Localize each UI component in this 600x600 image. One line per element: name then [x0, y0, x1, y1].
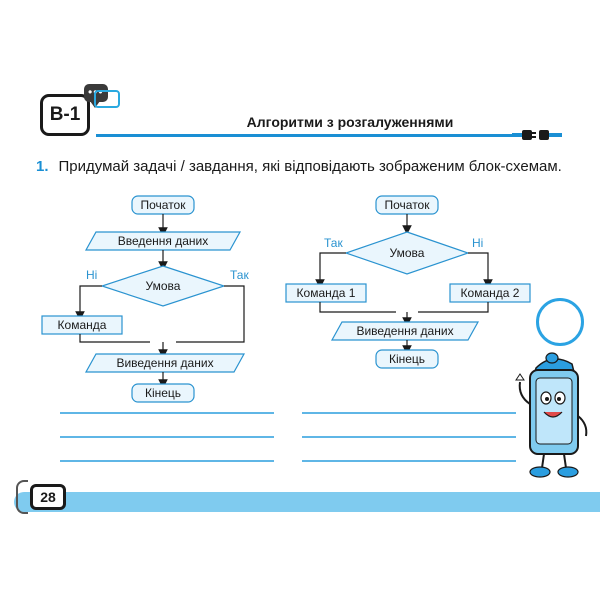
right-command2-shape	[449, 283, 531, 303]
chat-outline-icon	[94, 90, 120, 108]
answer-line-right-1[interactable]	[302, 412, 516, 414]
answer-line-left-3[interactable]	[60, 460, 274, 462]
header-rule	[96, 134, 516, 137]
right-command2-label: Команда 2	[460, 286, 520, 300]
answer-line-right-2[interactable]	[302, 436, 516, 438]
right-condition-shape	[344, 231, 470, 275]
left-output-shape	[84, 353, 246, 373]
section-title: Алгоритми з розгалуженнями	[246, 114, 454, 130]
left-command-label: Команда	[57, 318, 107, 332]
left-condition-label: Умова	[145, 279, 181, 293]
left-command-shape	[41, 315, 123, 335]
left-end-label: Кінець	[144, 386, 182, 400]
answer-line-right-3[interactable]	[302, 460, 516, 462]
right-end-shape	[375, 349, 439, 369]
right-output-shape	[330, 321, 480, 341]
right-no-label: Ні	[472, 236, 484, 250]
plug-icon	[512, 130, 562, 140]
badge-label: B-1	[49, 104, 81, 125]
section-badge: B-1	[40, 94, 90, 136]
left-no-label: Ні	[86, 268, 98, 282]
right-condition-label: Умова	[389, 246, 425, 260]
task-number: 1.	[36, 158, 49, 175]
right-output-label: Виведення даних	[356, 324, 454, 338]
page-number-box: 28	[30, 484, 66, 510]
answer-line-left-1[interactable]	[60, 412, 274, 414]
left-condition-shape	[100, 265, 226, 307]
left-input-label: Введення даних	[117, 234, 209, 248]
right-command1-shape	[285, 283, 367, 303]
self-assessment-circle[interactable]	[536, 298, 584, 346]
right-yes-label: Так	[324, 236, 343, 250]
footer-band	[14, 492, 600, 512]
left-end-shape	[131, 383, 195, 403]
task-text: Придумай задачі / завдання, які відповід…	[58, 158, 562, 175]
page-bracket	[16, 480, 28, 514]
page-number: 28	[40, 489, 56, 505]
right-command1-label: Команда 1	[296, 286, 356, 300]
answer-line-left-2[interactable]	[60, 436, 274, 438]
left-start-label: Початок	[140, 198, 186, 212]
left-output-label: Виведення даних	[116, 356, 214, 370]
right-start-label: Початок	[384, 198, 430, 212]
task-1: 1. Придумай задачі / завдання, які відпов…	[36, 158, 562, 175]
right-end-label: Кінець	[388, 352, 426, 366]
left-input-shape	[84, 231, 242, 251]
left-yes-label: Так	[230, 268, 249, 282]
phone-mascot-icon	[515, 352, 588, 478]
